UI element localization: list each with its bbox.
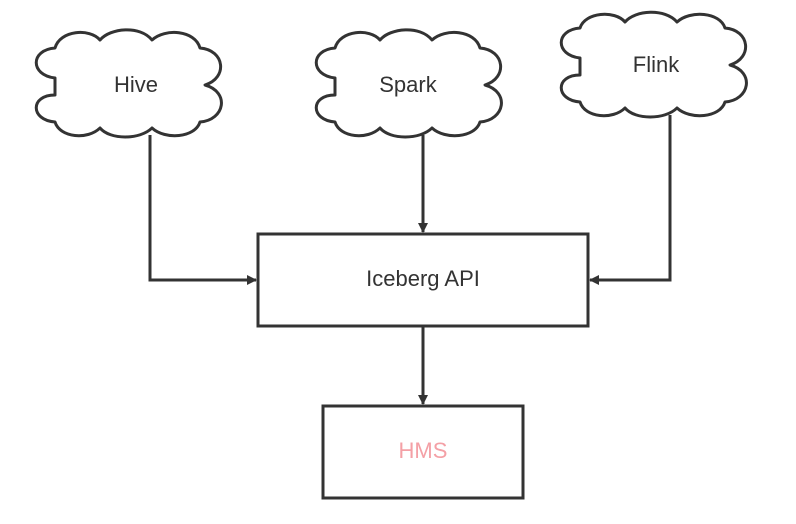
edge-flink-to-iceberg-api (589, 115, 672, 285)
spark-cloud-shape (314, 28, 503, 139)
flink-label: Flink (633, 52, 680, 77)
iceberg-api-box (256, 232, 590, 328)
iceberg-api-label: Iceberg API (366, 266, 480, 291)
node-spark: Spark (314, 28, 503, 139)
hms-label: HMS (399, 438, 448, 463)
hms-box (321, 404, 525, 500)
node-hive: Hive (34, 28, 223, 139)
node-hms: HMS (321, 404, 525, 500)
node-iceberg-api: Iceberg API (256, 232, 590, 328)
hive-cloud-shape (34, 28, 223, 139)
flink-cloud-shape (559, 10, 748, 119)
hive-label: Hive (114, 72, 158, 97)
edge-hive-to-iceberg-api (148, 135, 257, 285)
node-flink: Flink (559, 10, 748, 119)
spark-label: Spark (379, 72, 437, 97)
